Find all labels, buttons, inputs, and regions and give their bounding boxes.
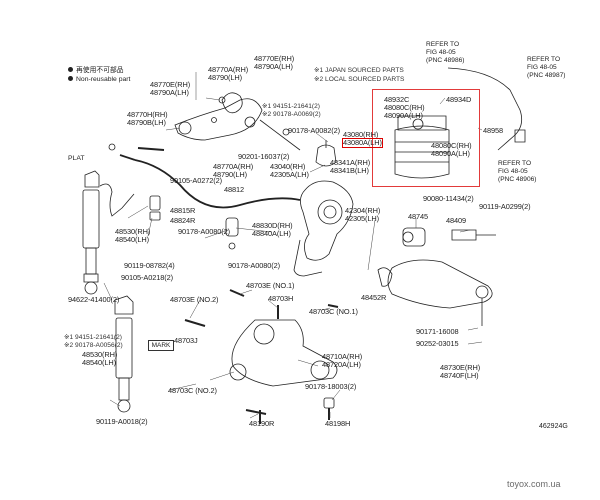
note-bolt-4: ※2 90178-A0056(2) (64, 342, 123, 349)
refer-fig: FIG 48-05 (426, 49, 456, 56)
bullet-icon (68, 76, 73, 81)
part-label[interactable]: 43080(RH)43080A(LH) (342, 130, 383, 148)
note-local-sourced: ※2 LOCAL SOURCED PARTS (314, 76, 405, 83)
part-label[interactable]: 48934D (446, 95, 472, 104)
refer-text: REFER TO (498, 160, 532, 167)
part-label[interactable]: 48770H(RH)48790B(LH) (127, 110, 168, 127)
part-label[interactable]: 48703H (268, 294, 294, 303)
plat-label: PLAT (68, 155, 85, 162)
refer-note-48986: REFER TO FIG 48-05 (PNC 48986) (426, 41, 464, 65)
part-label[interactable]: 94622-41400(2) (68, 295, 120, 304)
part-label[interactable]: 48824R (170, 216, 196, 225)
bullet-icon (68, 67, 73, 72)
part-label[interactable]: 90171-16008 (416, 327, 459, 336)
legend-reuse: 再使用不可部品 (68, 66, 124, 75)
part-label[interactable]: 48080C(RH)48090A(LH) (384, 103, 425, 120)
part-label[interactable]: 90178-18003(2) (305, 382, 357, 391)
part-label[interactable]: 48958 (483, 126, 504, 135)
part-label[interactable]: 48703E (NO.2) (170, 295, 219, 304)
refer-note-48987: REFER TO FIG 48-05 (PNC 48987) (527, 56, 565, 80)
note-japan-sourced: ※1 JAPAN SOURCED PARTS (314, 67, 404, 74)
part-label[interactable]: 90105-A0272(2) (170, 176, 223, 185)
mark-box: MARK (148, 340, 174, 351)
part-label[interactable]: 90119-A0018(2) (96, 417, 148, 426)
part-label[interactable]: 48830D(RH)48840A(LH) (252, 221, 293, 238)
legend-reuse-text: 再使用不可部品 (76, 67, 124, 74)
part-label[interactable]: 48703C (NO.2) (168, 386, 217, 395)
part-label[interactable]: 90178-A0082(2) (288, 126, 341, 135)
air-spring-highlight-box (372, 89, 480, 187)
part-label[interactable]: 48812 (224, 185, 245, 194)
legend-nonreuse-text: Non-reusable part (76, 76, 131, 83)
refer-pnc: (PNC 48987) (527, 72, 566, 79)
part-label[interactable]: 48530(RH)48540(LH) (82, 350, 118, 367)
part-label[interactable]: 90119-08782(4) (124, 261, 175, 270)
part-label[interactable]: 48770E(RH)48790A(LH) (254, 54, 295, 71)
part-label[interactable]: 48198H (325, 419, 351, 428)
refer-pnc: (PNC 48906) (498, 176, 537, 183)
part-label[interactable]: 48710A(RH)48720A(LH) (322, 352, 363, 369)
part-label[interactable]: 48080C(RH)48090A(LH) (431, 141, 472, 158)
refer-pnc: (PNC 48986) (426, 57, 465, 64)
part-label[interactable]: 48341A(RH)48341B(LH) (330, 158, 371, 175)
note-bolt-3: ※1 94151-21641(2) (64, 334, 122, 341)
figure-id: 462924G (539, 423, 568, 430)
part-label[interactable]: 90201-16037(2) (238, 152, 290, 161)
part-label[interactable]: 48703E (NO.1) (246, 281, 295, 290)
part-label[interactable]: 48730E(RH)48740F(LH) (440, 363, 481, 380)
part-label[interactable]: 48745 (408, 212, 429, 221)
refer-note-48906: REFER TO FIG 48-05 (PNC 48906) (498, 160, 536, 184)
part-label[interactable]: 48770E(RH)48790A(LH) (150, 80, 191, 97)
part-label[interactable]: 90119-A0299(2) (479, 202, 531, 211)
refer-text: REFER TO (527, 56, 561, 63)
part-label[interactable]: 43040(RH)42305A(LH) (270, 162, 309, 179)
note-bolt-1: ※1 94151-21641(2) (262, 103, 320, 110)
note-bolt-2: ※2 90178-A0069(2) (262, 111, 321, 118)
part-label[interactable]: 48815R (170, 206, 196, 215)
part-label[interactable]: 48409 (446, 216, 467, 225)
part-label[interactable]: 90178-A0080(2) (228, 261, 281, 270)
part-label[interactable]: 90252-03015 (416, 339, 459, 348)
part-label[interactable]: 90105-A0218(2) (121, 273, 174, 282)
part-label[interactable]: 48770A(RH)48790(LH) (213, 162, 254, 179)
part-label[interactable]: 48703J (174, 336, 198, 345)
part-label[interactable]: 90080-11434(2) (423, 194, 474, 203)
part-label[interactable]: 42304(RH)42305(LH) (345, 206, 381, 223)
refer-fig: FIG 48-05 (498, 168, 528, 175)
part-label[interactable]: 48530(RH)48540(LH) (115, 227, 151, 244)
legend-nonreuse: Non-reusable part (68, 75, 130, 84)
refer-fig: FIG 48-05 (527, 64, 557, 71)
part-label[interactable]: 90178-A0080(2) (178, 227, 231, 236)
part-label[interactable]: 48190R (249, 419, 275, 428)
part-label[interactable]: 48452R (361, 293, 387, 302)
part-label[interactable]: 48932C (384, 95, 410, 104)
refer-text: REFER TO (426, 41, 460, 48)
part-label[interactable]: 48703C (NO.1) (309, 307, 358, 316)
part-label[interactable]: 48770A(RH)48790(LH) (208, 65, 249, 82)
watermark: toyox.com.ua (507, 479, 561, 489)
